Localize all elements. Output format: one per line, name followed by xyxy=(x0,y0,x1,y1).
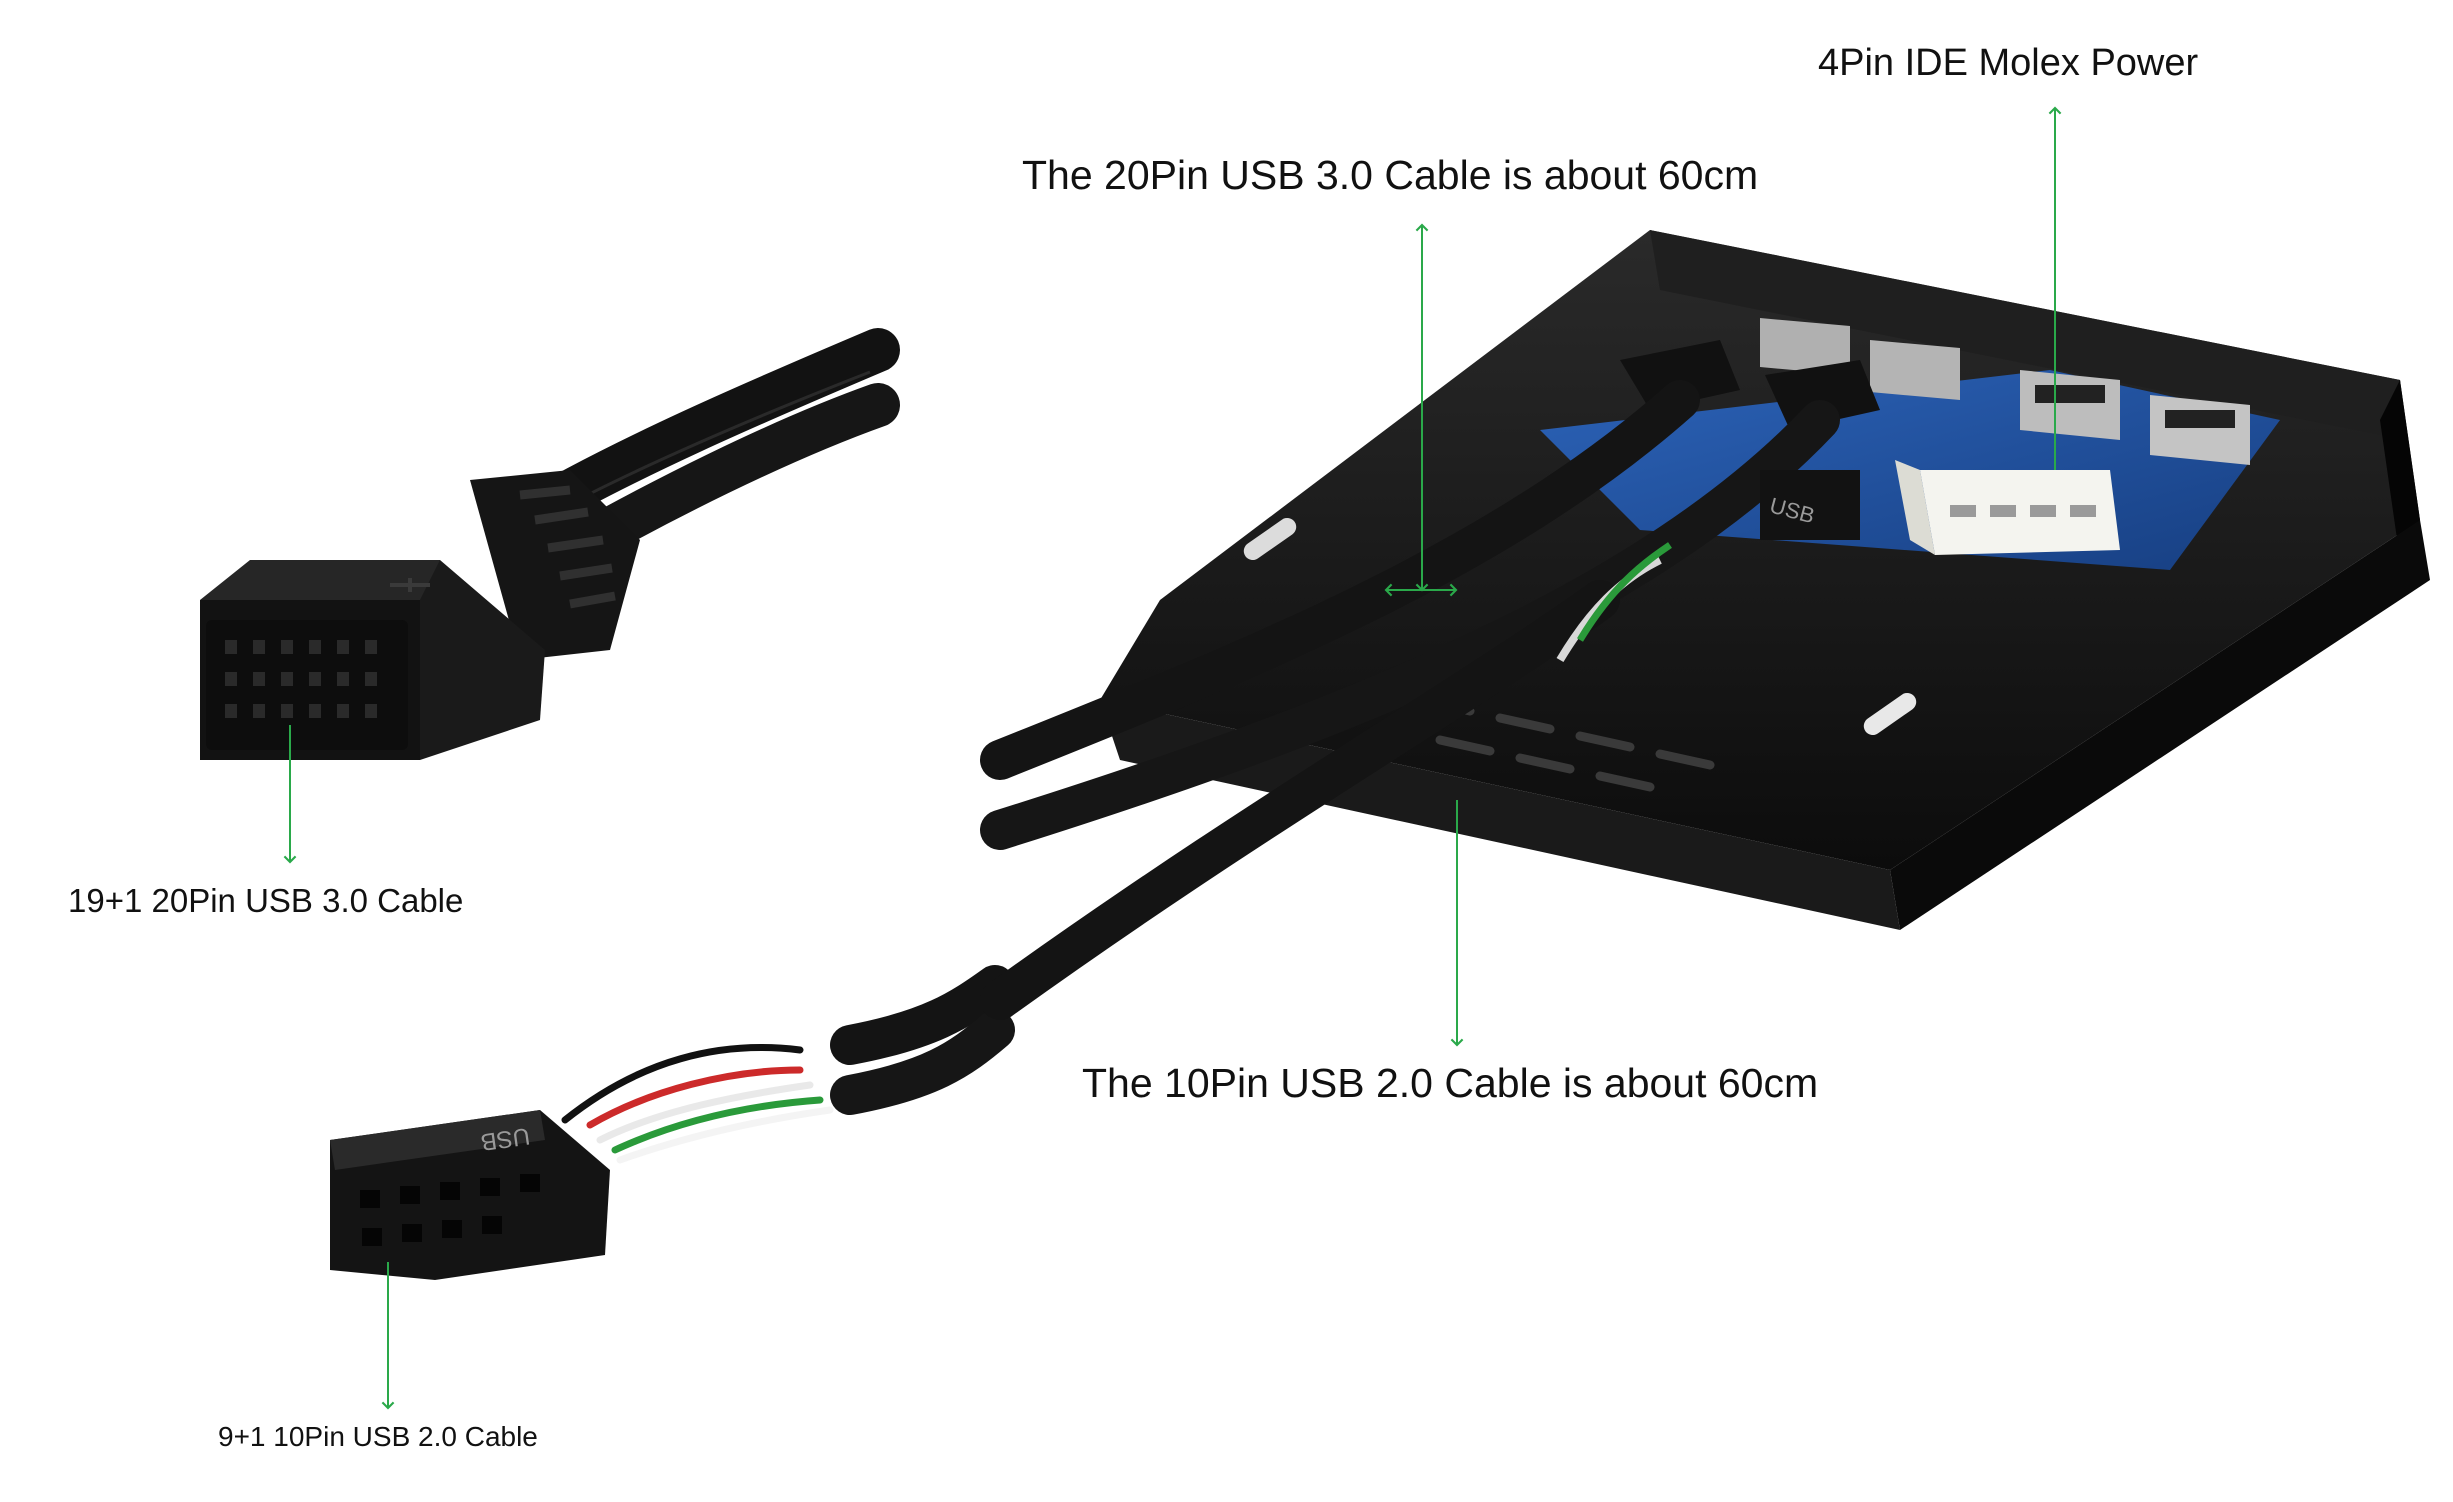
usb3-cables-right xyxy=(980,380,1840,850)
usb-port xyxy=(1870,340,1960,400)
annotation-arrows xyxy=(283,106,2062,1410)
usb3-connector-strain-relief xyxy=(470,470,640,660)
molex-power-connector xyxy=(1895,460,2120,555)
usb3-connector-label: 19+1 20Pin USB 3.0 Cable xyxy=(68,882,464,919)
front-usb-ports xyxy=(1760,318,2250,465)
usb3-connector-header xyxy=(200,560,545,760)
usb2-cable-left xyxy=(830,965,1015,1115)
usb-port xyxy=(2020,370,2120,440)
usb2-cable-right: USB xyxy=(980,470,1860,1020)
usb-port xyxy=(2150,395,2250,465)
usb2-connector-header: USB xyxy=(330,1110,610,1280)
usb2-cable-length-label: The 10Pin USB 2.0 Cable is about 60cm xyxy=(1082,1060,1819,1106)
usb-trident-icon xyxy=(390,578,430,592)
usb3-plugs-on-pcb xyxy=(1620,340,1880,430)
usb3-cable-length-label: The 20Pin USB 3.0 Cable is about 60cm xyxy=(1022,152,1759,198)
usb-port xyxy=(1760,318,1850,375)
usb2-connector-label: 9+1 10Pin USB 2.0 Cable xyxy=(218,1421,538,1452)
usb2-wires xyxy=(561,1044,834,1164)
molex-power-label: 4Pin IDE Molex Power xyxy=(1818,42,2199,84)
